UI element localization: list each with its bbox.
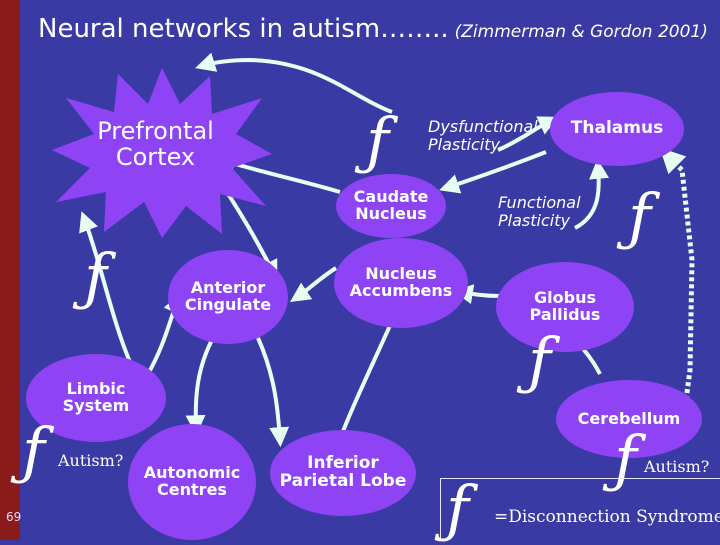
arrow-dysfunctional-to-prefrontal: [195, 52, 393, 114]
parietal-node: Inferior Parietal Lobe: [270, 430, 416, 516]
limbic-node: Limbic System: [26, 354, 166, 442]
disconnection-icon-right: ƒ: [628, 180, 651, 253]
disconnection-icon-autism-right: ƒ: [614, 422, 637, 495]
globus-node: Globus Pallidus: [496, 262, 634, 352]
legend-disconnection-icon: ƒ: [446, 472, 469, 545]
left-sidebar-stripe: [0, 0, 20, 540]
cingulate-node: Anterior Cingulate: [168, 250, 288, 344]
arrow-cerebellum-to-thalamus-dashed: [659, 147, 695, 401]
caudate-node: Caudate Nucleus: [336, 174, 446, 238]
arrow-functional-to-thalamus: [573, 158, 610, 230]
disconnection-icon-left: ƒ: [84, 240, 107, 313]
disconnection-icon-top: ƒ: [366, 104, 389, 177]
thalamus-node: Thalamus: [550, 92, 684, 166]
legend-box: [440, 478, 720, 541]
slide-title: Neural networks in autism……..(Zimmerman …: [38, 14, 708, 44]
functional-plasticity-label: Functional Plasticity: [498, 193, 581, 230]
autism-label-left: Autism?: [58, 451, 124, 470]
arrow-cingulate-to-autonomic: [185, 337, 215, 436]
arrow-thalamus-to-caudate: [439, 150, 547, 194]
title-main: Neural networks in autism……..: [38, 14, 449, 44]
autism-label-right: Autism?: [644, 457, 710, 476]
disconnection-icon-autism-left: ƒ: [22, 414, 45, 487]
prefrontal-label: Prefrontal Cortex: [97, 117, 214, 172]
arrow-dysfunctional-to-thalamus: [497, 116, 559, 152]
arrow-limbic-to-prefrontal: [79, 211, 132, 363]
arrow-cingulate-to-parietal: [256, 337, 290, 448]
title-citation: (Zimmerman & Gordon 2001): [454, 22, 708, 42]
arrow-accumbens-to-cingulate: [290, 266, 338, 302]
cerebellum-node: Cerebellum: [556, 380, 702, 458]
dysfunctional-plasticity-label: Dysfunctional Plasticity: [428, 117, 538, 154]
autonomic-node: Autonomic Centres: [128, 424, 256, 540]
accumbens-node: Nucleus Accumbens: [334, 238, 468, 328]
legend-label: =Disconnection Syndrome: [494, 507, 720, 527]
page-number: 69: [6, 510, 22, 524]
prefrontal-starburst: [52, 68, 272, 238]
disconnection-icon-globus: ƒ: [528, 324, 551, 397]
